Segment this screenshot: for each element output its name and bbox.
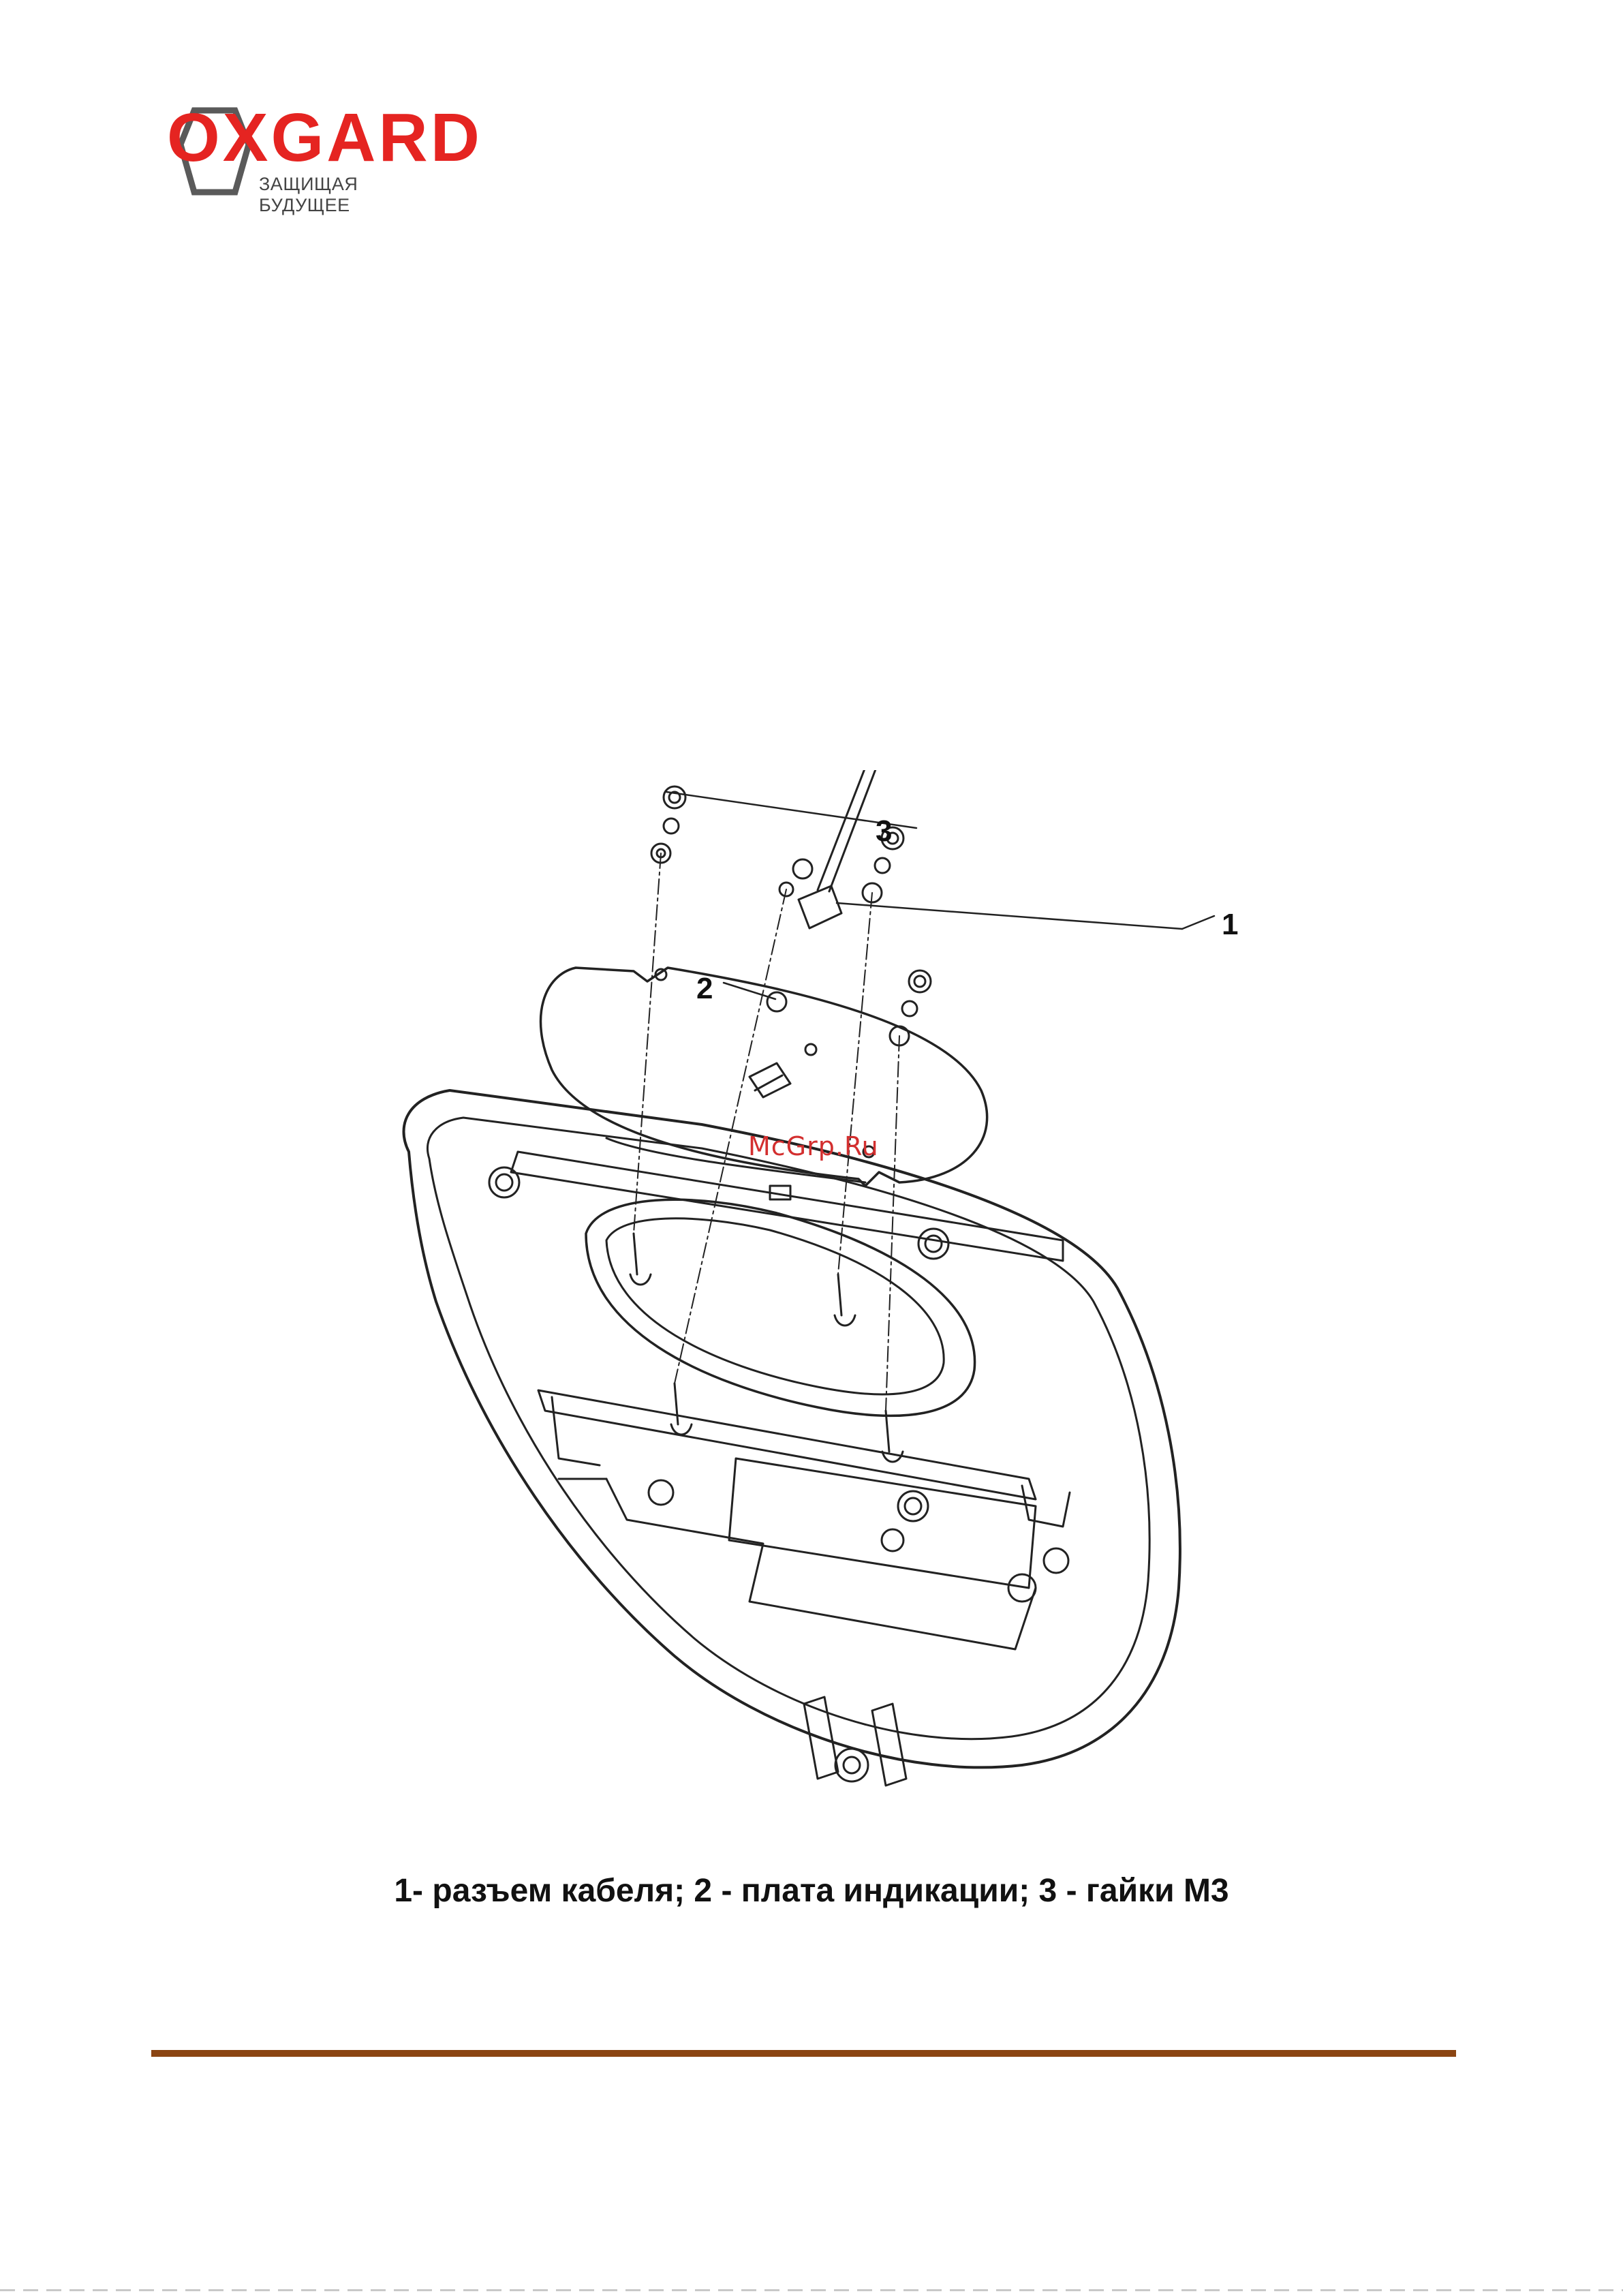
figure-caption: 1- разъем кабеля; 2 - плата индикации; 3… <box>0 1872 1623 1910</box>
base-housing <box>404 1090 1180 1786</box>
callout-1: 1 <box>1222 908 1238 942</box>
logo-wordmark: OXGARD <box>167 104 482 172</box>
bottom-edge-dashes <box>0 2289 1623 2291</box>
logo-tagline: ЗАЩИЩАЯ БУДУЩЕЕ <box>259 174 419 216</box>
watermark: McGrp.Ru <box>748 1131 879 1161</box>
oxgard-logo: OXGARD ЗАЩИЩАЯ БУДУЩЕЕ <box>167 104 419 206</box>
footer-rule <box>151 2050 1456 2057</box>
callout-3: 3 <box>876 814 892 848</box>
callout-2: 2 <box>696 972 713 1006</box>
leader-lines <box>666 792 1214 999</box>
assembly-drawing <box>382 770 1274 1861</box>
